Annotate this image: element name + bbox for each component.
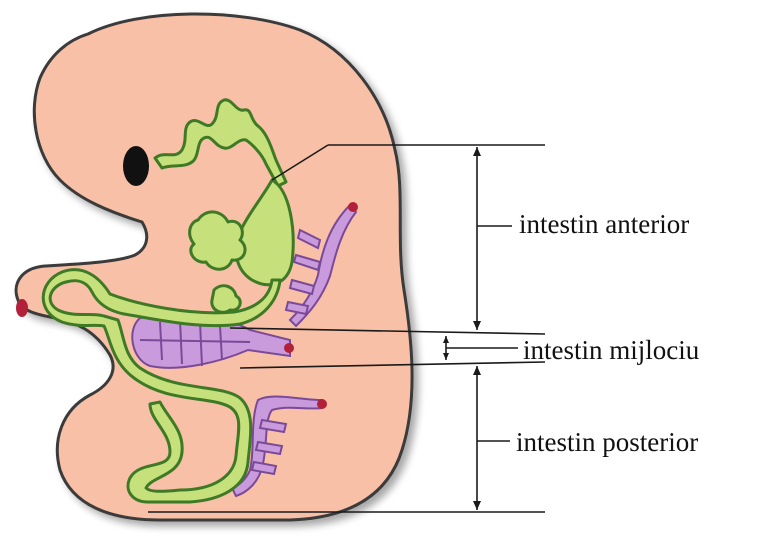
vessel-tip-mid [284, 343, 294, 353]
eye-icon [123, 146, 149, 186]
label-intestin-anterior: intestin anterior [519, 211, 689, 238]
tail-tip [16, 299, 28, 317]
vessel-tip-upper [348, 202, 358, 212]
label-intestin-posterior: intestin posterior [516, 429, 698, 456]
arrowheads [443, 147, 481, 510]
label-intestin-mijlociu: intestin mijlociu [523, 337, 699, 364]
vessel-tip-lower [317, 399, 327, 409]
